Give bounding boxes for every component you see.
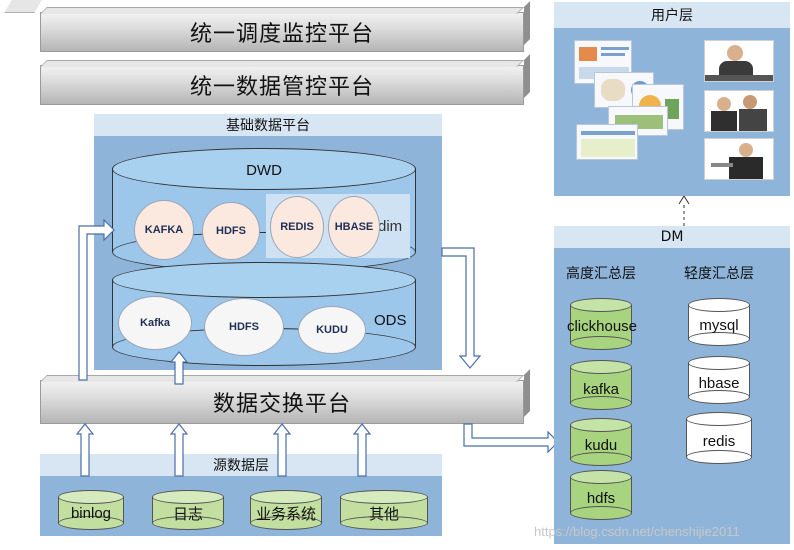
arrow-dwd-to-exchange <box>441 247 482 369</box>
dm-mysql-cylinder: mysql <box>688 298 750 346</box>
base-data-platform-title: 基础数据平台 <box>94 114 442 136</box>
watermark-text: https://blog.csdn.net/chenshijie2011 <box>534 524 740 539</box>
arrow-up-binlog <box>75 423 95 477</box>
dm-clickhouse-cylinder: clickhouse <box>567 298 637 350</box>
source-business-system-cylinder: 业务系统 <box>250 490 322 530</box>
ods-label: ODS <box>374 312 407 329</box>
dwd-redis-node: REDIS <box>270 196 324 258</box>
arrow-exchange-to-dm <box>463 423 559 454</box>
arrow-up-business <box>272 423 292 477</box>
source-log-label: 日志 <box>172 505 203 523</box>
user-layer-title: 用户层 <box>554 2 790 28</box>
source-log-cylinder: 日志 <box>152 490 224 530</box>
user-photo-2 <box>704 90 774 132</box>
dm-hdfs-label: hdfs <box>586 490 616 507</box>
dwd-hdfs-node: HDFS <box>202 202 260 260</box>
dm-kafka-label: kafka <box>583 381 619 398</box>
dm-redis-label: redis <box>702 433 736 450</box>
data-governance-platform-bar: 统一数据管控平台 <box>40 65 524 105</box>
dm-kafka-cylinder: kafka <box>570 360 632 410</box>
ods-kudu-node: KUDU <box>298 306 366 354</box>
data-exchange-platform-bar: 数据交换平台 <box>40 380 524 424</box>
source-binlog-cylinder: binlog <box>58 490 124 530</box>
user-photo-3 <box>704 138 774 180</box>
arrow-up-log <box>169 423 189 477</box>
source-binlog-label: binlog <box>70 505 112 522</box>
source-other-label: 其他 <box>368 505 399 523</box>
high-summary-title: 高度汇总层 <box>566 266 636 282</box>
dm-hbase-cylinder: hbase <box>688 356 750 404</box>
dm-hdfs-cylinder: hdfs <box>570 470 632 520</box>
arrow-exchange-to-dwd <box>78 218 115 381</box>
scheduling-platform-bar: 统一调度监控平台 <box>40 12 524 52</box>
dm-mysql-label: mysql <box>699 317 739 334</box>
dwd-kafka-node: KAFKA <box>134 200 194 260</box>
light-summary-title: 轻度汇总层 <box>684 266 754 282</box>
dm-kudu-cylinder: kudu <box>570 418 632 466</box>
source-data-layer-title: 源数据层 <box>40 454 442 476</box>
dim-label: dim <box>378 218 403 235</box>
dm-clickhouse-label: clickhouse <box>566 318 638 335</box>
dm-hbase-label: hbase <box>698 375 740 392</box>
dwd-hbase-node: HBASE <box>328 196 380 258</box>
ods-hdfs-node: HDFS <box>204 298 284 356</box>
dm-redis-cylinder: redis <box>686 412 752 464</box>
dm-kudu-label: kudu <box>584 437 618 454</box>
ods-kafka-node: Kafka <box>118 296 192 350</box>
arrow-up-to-ods <box>169 351 189 385</box>
source-business-system-label: 业务系统 <box>255 505 316 523</box>
user-photo-1 <box>704 40 774 82</box>
dashboard-screenshot-5 <box>576 124 638 160</box>
source-other-cylinder: 其他 <box>340 490 428 530</box>
dwd-label: DWD <box>246 162 282 179</box>
arrow-up-other <box>352 423 372 477</box>
dm-title: DM <box>554 226 790 248</box>
